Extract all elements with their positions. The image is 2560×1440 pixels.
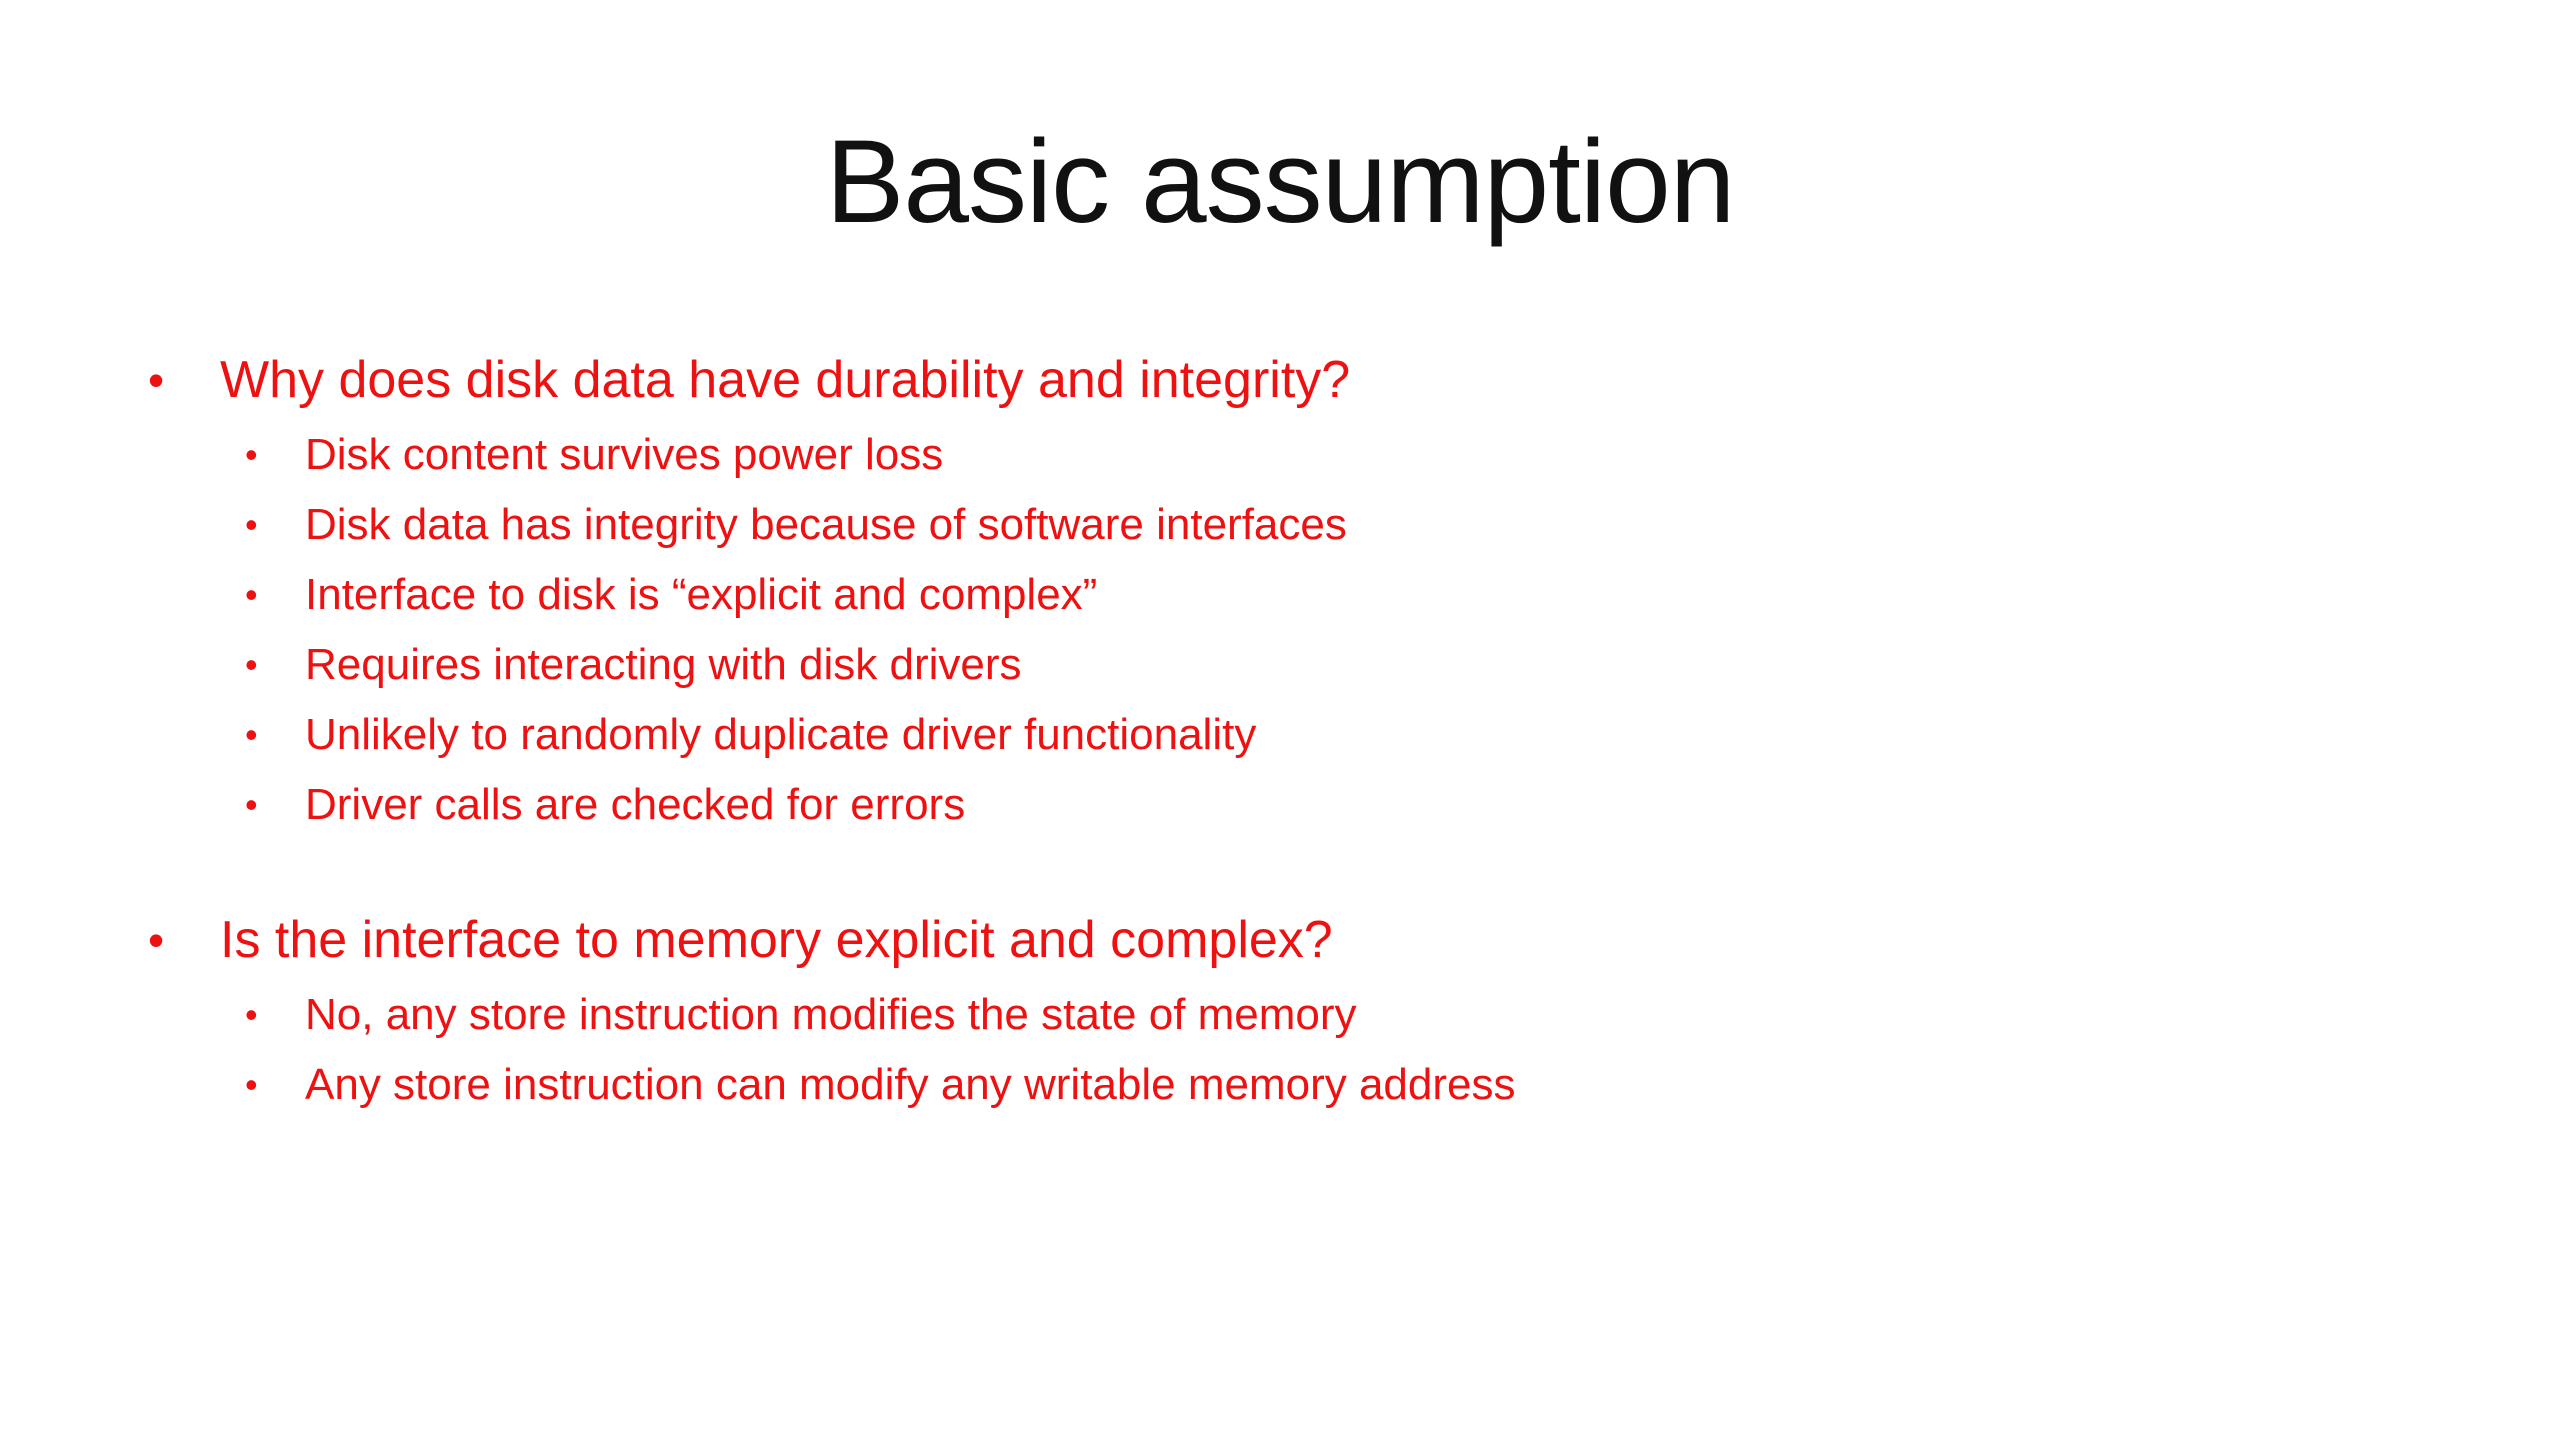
slide-title: Basic assumption <box>825 116 1736 248</box>
sub-bullet-text: Disk content survives power loss <box>305 430 944 479</box>
bullet-icon: • <box>245 504 258 545</box>
sub-bullet-text: Any store instruction can modify any wri… <box>305 1060 1516 1109</box>
bullet-icon: • <box>245 784 258 825</box>
sub-bullet-text: Interface to disk is “explicit and compl… <box>305 570 1098 619</box>
sub-bullet-text: Driver calls are checked for errors <box>305 780 966 829</box>
bullet-group-memory: • Is the interface to memory explicit an… <box>140 900 2440 1120</box>
sub-bullet-text: No, any store instruction modifies the s… <box>305 990 1357 1039</box>
bullet-icon: • <box>245 1064 258 1105</box>
sub-bullet-list: • Disk content survives power loss • Dis… <box>140 420 2440 840</box>
bullet-icon: • <box>245 994 258 1035</box>
sub-bullet-text: Unlikely to randomly duplicate driver fu… <box>305 710 1257 759</box>
sub-bullet: • Any store instruction can modify any w… <box>140 1050 2440 1120</box>
sub-bullet-list: • No, any store instruction modifies the… <box>140 980 2440 1120</box>
sub-bullet: • Unlikely to randomly duplicate driver … <box>140 700 2440 770</box>
sub-bullet: • Requires interacting with disk drivers <box>140 630 2440 700</box>
sub-bullet-text: Disk data has integrity because of softw… <box>305 500 1347 549</box>
sub-bullet: • No, any store instruction modifies the… <box>140 980 2440 1050</box>
bullet-icon: • <box>245 434 258 475</box>
bullet-icon: • <box>148 914 165 966</box>
bullet-heading-text: Is the interface to memory explicit and … <box>220 911 1333 969</box>
sub-bullet: • Disk content survives power loss <box>140 420 2440 490</box>
slide-content: • Why does disk data have durability and… <box>140 340 2440 1180</box>
sub-bullet-text: Requires interacting with disk drivers <box>305 640 1022 689</box>
bullet-heading: • Is the interface to memory explicit an… <box>140 900 2440 980</box>
bullet-heading: • Why does disk data have durability and… <box>140 340 2440 420</box>
bullet-icon: • <box>245 644 258 685</box>
bullet-group-disk: • Why does disk data have durability and… <box>140 340 2440 840</box>
sub-bullet: • Disk data has integrity because of sof… <box>140 490 2440 560</box>
sub-bullet: • Interface to disk is “explicit and com… <box>140 560 2440 630</box>
bullet-heading-text: Why does disk data have durability and i… <box>220 351 1351 409</box>
bullet-icon: • <box>245 574 258 615</box>
sub-bullet: • Driver calls are checked for errors <box>140 770 2440 840</box>
bullet-icon: • <box>245 714 258 755</box>
bullet-icon: • <box>148 354 165 406</box>
